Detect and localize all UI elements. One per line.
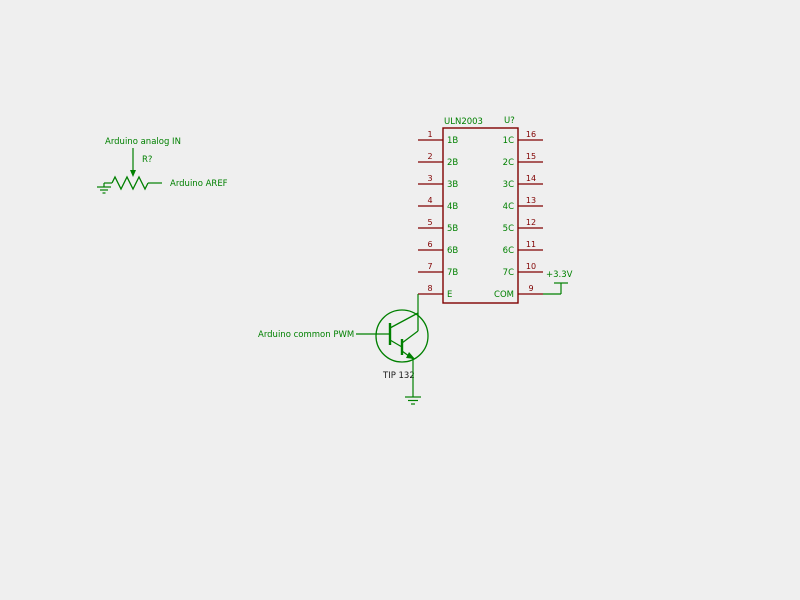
pin-number: 6 (427, 240, 432, 249)
ic-pin-13: 13 4C (503, 196, 543, 212)
pin-name: COM (494, 290, 514, 300)
pin-name: 7C (503, 268, 514, 278)
pin-name: 6B (447, 246, 458, 256)
pin-name: 6C (503, 246, 514, 256)
ic-pin-10: 10 7C (503, 262, 543, 278)
pin-number: 13 (526, 196, 536, 205)
pin-name: 5B (447, 224, 458, 234)
ic-pin-8: 8 E (418, 284, 452, 300)
potentiometer-r[interactable]: R? (104, 148, 162, 191)
net-label-common-pwm[interactable]: Arduino common PWM (258, 330, 354, 340)
pin-number: 12 (526, 218, 536, 227)
emitter-1 (389, 339, 403, 348)
collector-2 (401, 330, 419, 344)
ic-pin-12: 12 5C (503, 218, 543, 234)
power-flag-3v3[interactable]: +3.3V (543, 270, 573, 295)
pin-number: 14 (526, 174, 536, 183)
ic-pin-9: 9 COM (494, 284, 543, 300)
ic-pin-16: 16 1C (503, 130, 543, 146)
ic-reference: U? (504, 116, 515, 126)
pin-number: 11 (526, 240, 536, 249)
ic-pin-4: 4 4B (418, 196, 458, 212)
ic-body[interactable] (442, 127, 519, 304)
ic-pin-3: 3 3B (418, 174, 458, 190)
power-label: +3.3V (546, 270, 573, 280)
ic-name: ULN2003 (444, 117, 483, 127)
transistor-value: TIP 132 (382, 371, 415, 381)
ic-pin-7: 7 7B (418, 262, 458, 278)
ic-pin-11: 11 6C (503, 240, 543, 256)
ground-symbol-potentiometer[interactable] (97, 183, 111, 194)
ic-pin-1: 1 1B (418, 130, 458, 146)
pin-name: 3C (503, 180, 514, 190)
pin-name: 1B (447, 136, 458, 146)
ic-pin-2: 2 2B (418, 152, 458, 168)
pin-name: 4B (447, 202, 458, 212)
pin-number: 1 (427, 130, 432, 139)
pin-name: 5C (503, 224, 514, 234)
wiper-arrow-icon (130, 170, 136, 177)
pin-number: 8 (427, 284, 432, 293)
transistor-tip132[interactable]: TIP 132 (356, 309, 429, 381)
pin-number: 3 (427, 174, 432, 183)
pin-number: 9 (528, 284, 533, 293)
collector-1 (389, 312, 419, 329)
pin-number: 7 (427, 262, 432, 271)
emitter-arrow-icon (406, 352, 415, 359)
pin-number: 2 (427, 152, 432, 161)
pin-name: 7B (447, 268, 458, 278)
pin-number: 16 (526, 130, 536, 139)
ic-pin-6: 6 6B (418, 240, 458, 256)
pin-number: 5 (427, 218, 432, 227)
net-label-aref[interactable]: Arduino AREF (170, 179, 228, 189)
ground-symbol-transistor[interactable] (405, 392, 421, 405)
pin-number: 4 (427, 196, 432, 205)
pin-name: 2C (503, 158, 514, 168)
pot-reference: R? (142, 155, 152, 165)
transistor-body-circle (375, 309, 429, 363)
ic-pin-15: 15 2C (503, 152, 543, 168)
net-label-analog-in[interactable]: Arduino analog IN (105, 137, 181, 147)
ic-pin-14: 14 3C (503, 174, 543, 190)
pin-name: 4C (503, 202, 514, 212)
pin-name: 2B (447, 158, 458, 168)
pin-name: 3B (447, 180, 458, 190)
resistor-zigzag (111, 175, 149, 191)
ic-pin-5: 5 5B (418, 218, 458, 234)
pin-number: 10 (526, 262, 536, 271)
pin-number: 15 (526, 152, 536, 161)
pin-name: E (447, 290, 452, 300)
ic-uln2003[interactable]: ULN2003 U? 1 1B 2 2B 3 3B 4 4B 5 5B (418, 116, 543, 304)
pin-name: 1C (503, 136, 514, 146)
